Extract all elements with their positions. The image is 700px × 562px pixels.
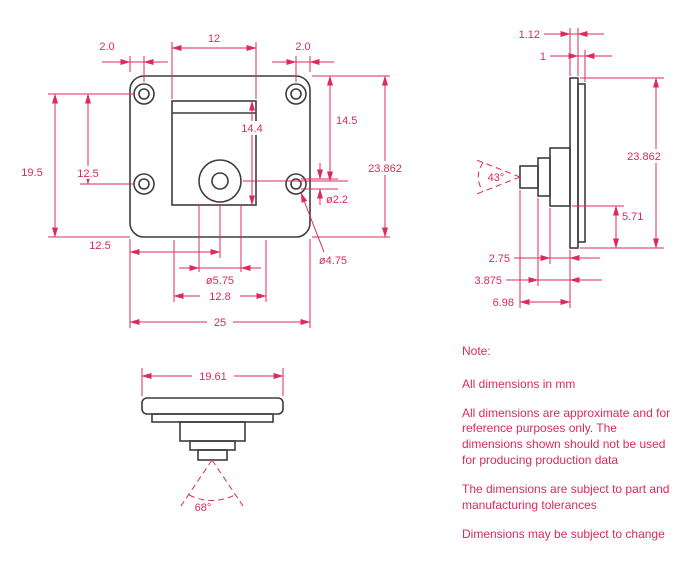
dim-label: ø4.75 [319,255,347,267]
dim-edge-to-lens: 12.5 [89,204,221,328]
dim-label: 14.5 [336,115,357,127]
dim-label: 19.61 [199,371,227,383]
dim-label: 12.5 [77,168,98,180]
notes-title: Note: [462,344,491,358]
dim-depth-2: 3.875 [474,198,602,287]
mount-hole-bottom-right [285,173,307,195]
dim-lower-width: 12.8 [173,240,267,303]
dim-label: 23.862 [368,163,402,175]
note-item: The dimensions are subject to part and m… [462,481,670,512]
dim-housing-width: 12 [171,33,257,99]
dim-label: ø2.2 [326,194,348,206]
note-item: Dimensions may be subject to change [462,526,665,541]
bottom-lens-barrel [189,440,236,451]
dim-hole-to-bottom: 19.5 [21,93,134,238]
dim-pad-diameter: ø4.75 [300,192,347,267]
bottom-view: 68° 19.61 [141,368,284,514]
bottom-lens-tip [197,449,228,461]
bottom-flange [141,397,284,415]
fov-angle-label: 43° [488,172,505,184]
fov-cone-bottom: 68° [180,459,244,514]
dim-label: 12 [208,33,220,45]
dim-label: 12.8 [209,291,230,303]
side-housing [549,147,571,207]
sensor-housing-outline [171,100,257,206]
side-lens-tip [519,165,539,189]
note-item: All dimensions are approximate and for r… [462,405,671,468]
dim-edge-to-hole-left: 2.0 [99,41,168,82]
note-item: All dimensions in mm [462,376,576,391]
mount-hole-top-left [133,83,155,105]
dim-depth-1: 2.75 [489,208,600,308]
dim-overall-height-front: 23.862 [312,75,411,238]
dim-label: 2.0 [99,41,114,53]
dim-body-width: 19.61 [141,368,284,396]
dim-lens-diameter: ø5.75 [179,204,261,287]
dim-label: 2.75 [489,253,510,265]
fov-angle-label: 68° [195,502,212,514]
notes-block: Note: All dimensions in mm All dimension… [462,344,680,555]
dim-overall-height-side: 23.862 [580,77,670,249]
dim-label: 19.5 [21,167,42,179]
bottom-view-outline [141,397,284,461]
bottom-layer [151,413,274,423]
dim-bottom-offset: 5.71 [572,205,643,249]
dim-hole-diameter: ø2.2 [301,163,348,206]
dim-label: 1.12 [519,29,540,41]
front-view: 2.0 12 2.0 14.4 14.5 23. [21,33,411,329]
side-back-layer [577,83,586,243]
dim-depth-3: 6.98 [493,190,571,309]
mount-hole-bottom-left [133,173,155,195]
dim-label: 6.98 [493,297,514,309]
dim-layer-thickness: 1 [540,50,612,82]
dim-board-thickness: 1.12 [519,28,604,76]
side-view: 43° 1.12 1 23.862 5.71 [473,28,670,309]
side-lens-barrel [537,157,551,197]
bottom-housing [179,421,246,442]
dim-label: 25 [214,317,226,329]
dim-label: ø5.75 [206,275,234,287]
dim-top-to-lens: 14.5 [243,75,390,182]
lens-outline [198,159,242,203]
dim-label: 1 [540,51,546,63]
mount-hole-top-right [285,83,307,105]
dim-overall-width: 25 [129,239,311,329]
dim-housing-height: 14.4 [233,100,271,206]
dim-label: 12.5 [89,240,110,252]
dim-label: 2.0 [295,41,310,53]
dim-hole-spacing: 12.5 [72,93,134,185]
side-view-outline [519,77,586,249]
dim-edge-to-hole-right: 2.0 [272,41,334,82]
dim-label: 23.862 [627,151,661,163]
dim-label: 5.71 [622,211,643,223]
side-board [569,77,579,249]
dim-label: 14.4 [241,123,262,135]
dim-label: 3.875 [474,275,502,287]
fov-cone-side: 43° [473,158,521,196]
